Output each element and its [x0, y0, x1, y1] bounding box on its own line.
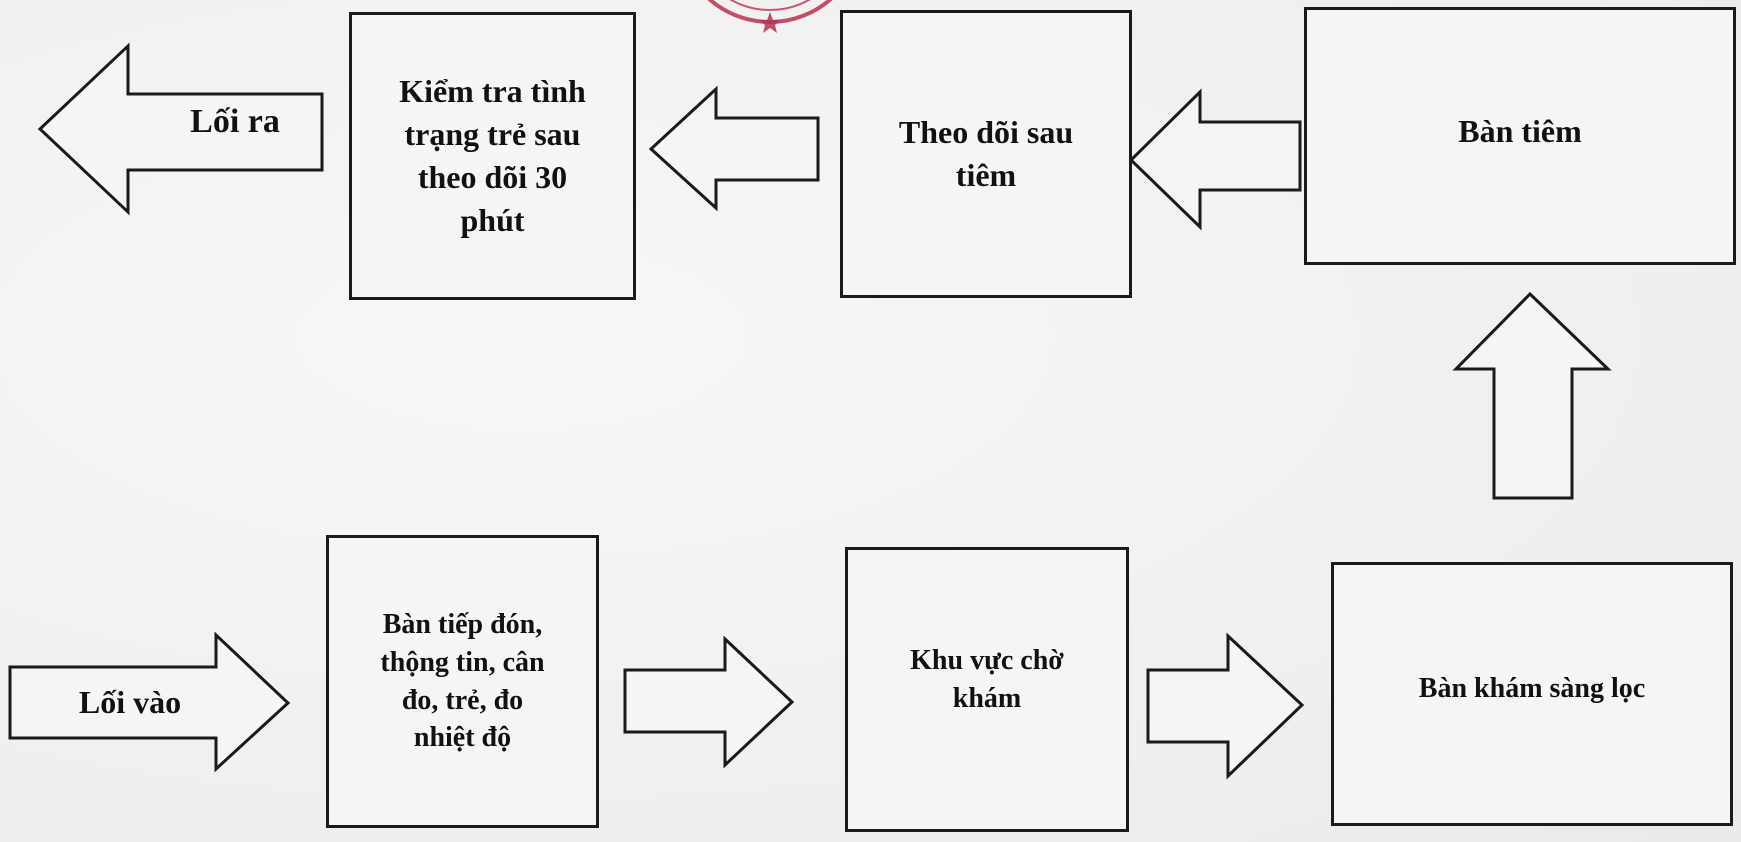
post-monitor-box: Theo dõi sau tiêm	[840, 10, 1132, 298]
screening-box: Bàn khám sàng lọc	[1331, 562, 1733, 826]
reception-label: Bàn tiếp đón, thộng tin, cân đo, trẻ, đo…	[380, 608, 545, 754]
check-30min-box: Kiểm tra tình trạng trẻ sau theo dõi 30 …	[349, 12, 636, 300]
arrow-to-post-monitor	[1128, 88, 1302, 231]
screening-label: Bàn khám sàng lọc	[1418, 673, 1646, 704]
exit-arrow-shape	[37, 42, 324, 216]
arrow-to-check-30min	[648, 85, 820, 212]
entrance-arrow-shape	[8, 631, 291, 773]
arrow-to-screening	[1146, 632, 1305, 780]
entrance-label: Lối vào	[78, 684, 182, 720]
check-30min-label: Kiểm tra tình trạng trẻ sau theo dõi 30 …	[399, 72, 586, 239]
waiting-box: Khu vực chờ khám	[845, 547, 1129, 832]
injection-box: Bàn tiêm	[1304, 7, 1736, 265]
reception-box: Bàn tiếp đón, thộng tin, cân đo, trẻ, đo…	[326, 535, 599, 828]
injection-label: Bàn tiêm	[1458, 113, 1582, 149]
exit-label: Lối ra	[190, 103, 280, 140]
arrow-to-waiting	[623, 635, 795, 769]
post-monitor-label: Theo dõi sau tiêm	[898, 113, 1074, 193]
arrow-to-injection	[1452, 291, 1612, 500]
official-seal-icon	[660, 0, 880, 40]
waiting-label: Khu vực chờ khám	[910, 644, 1064, 714]
